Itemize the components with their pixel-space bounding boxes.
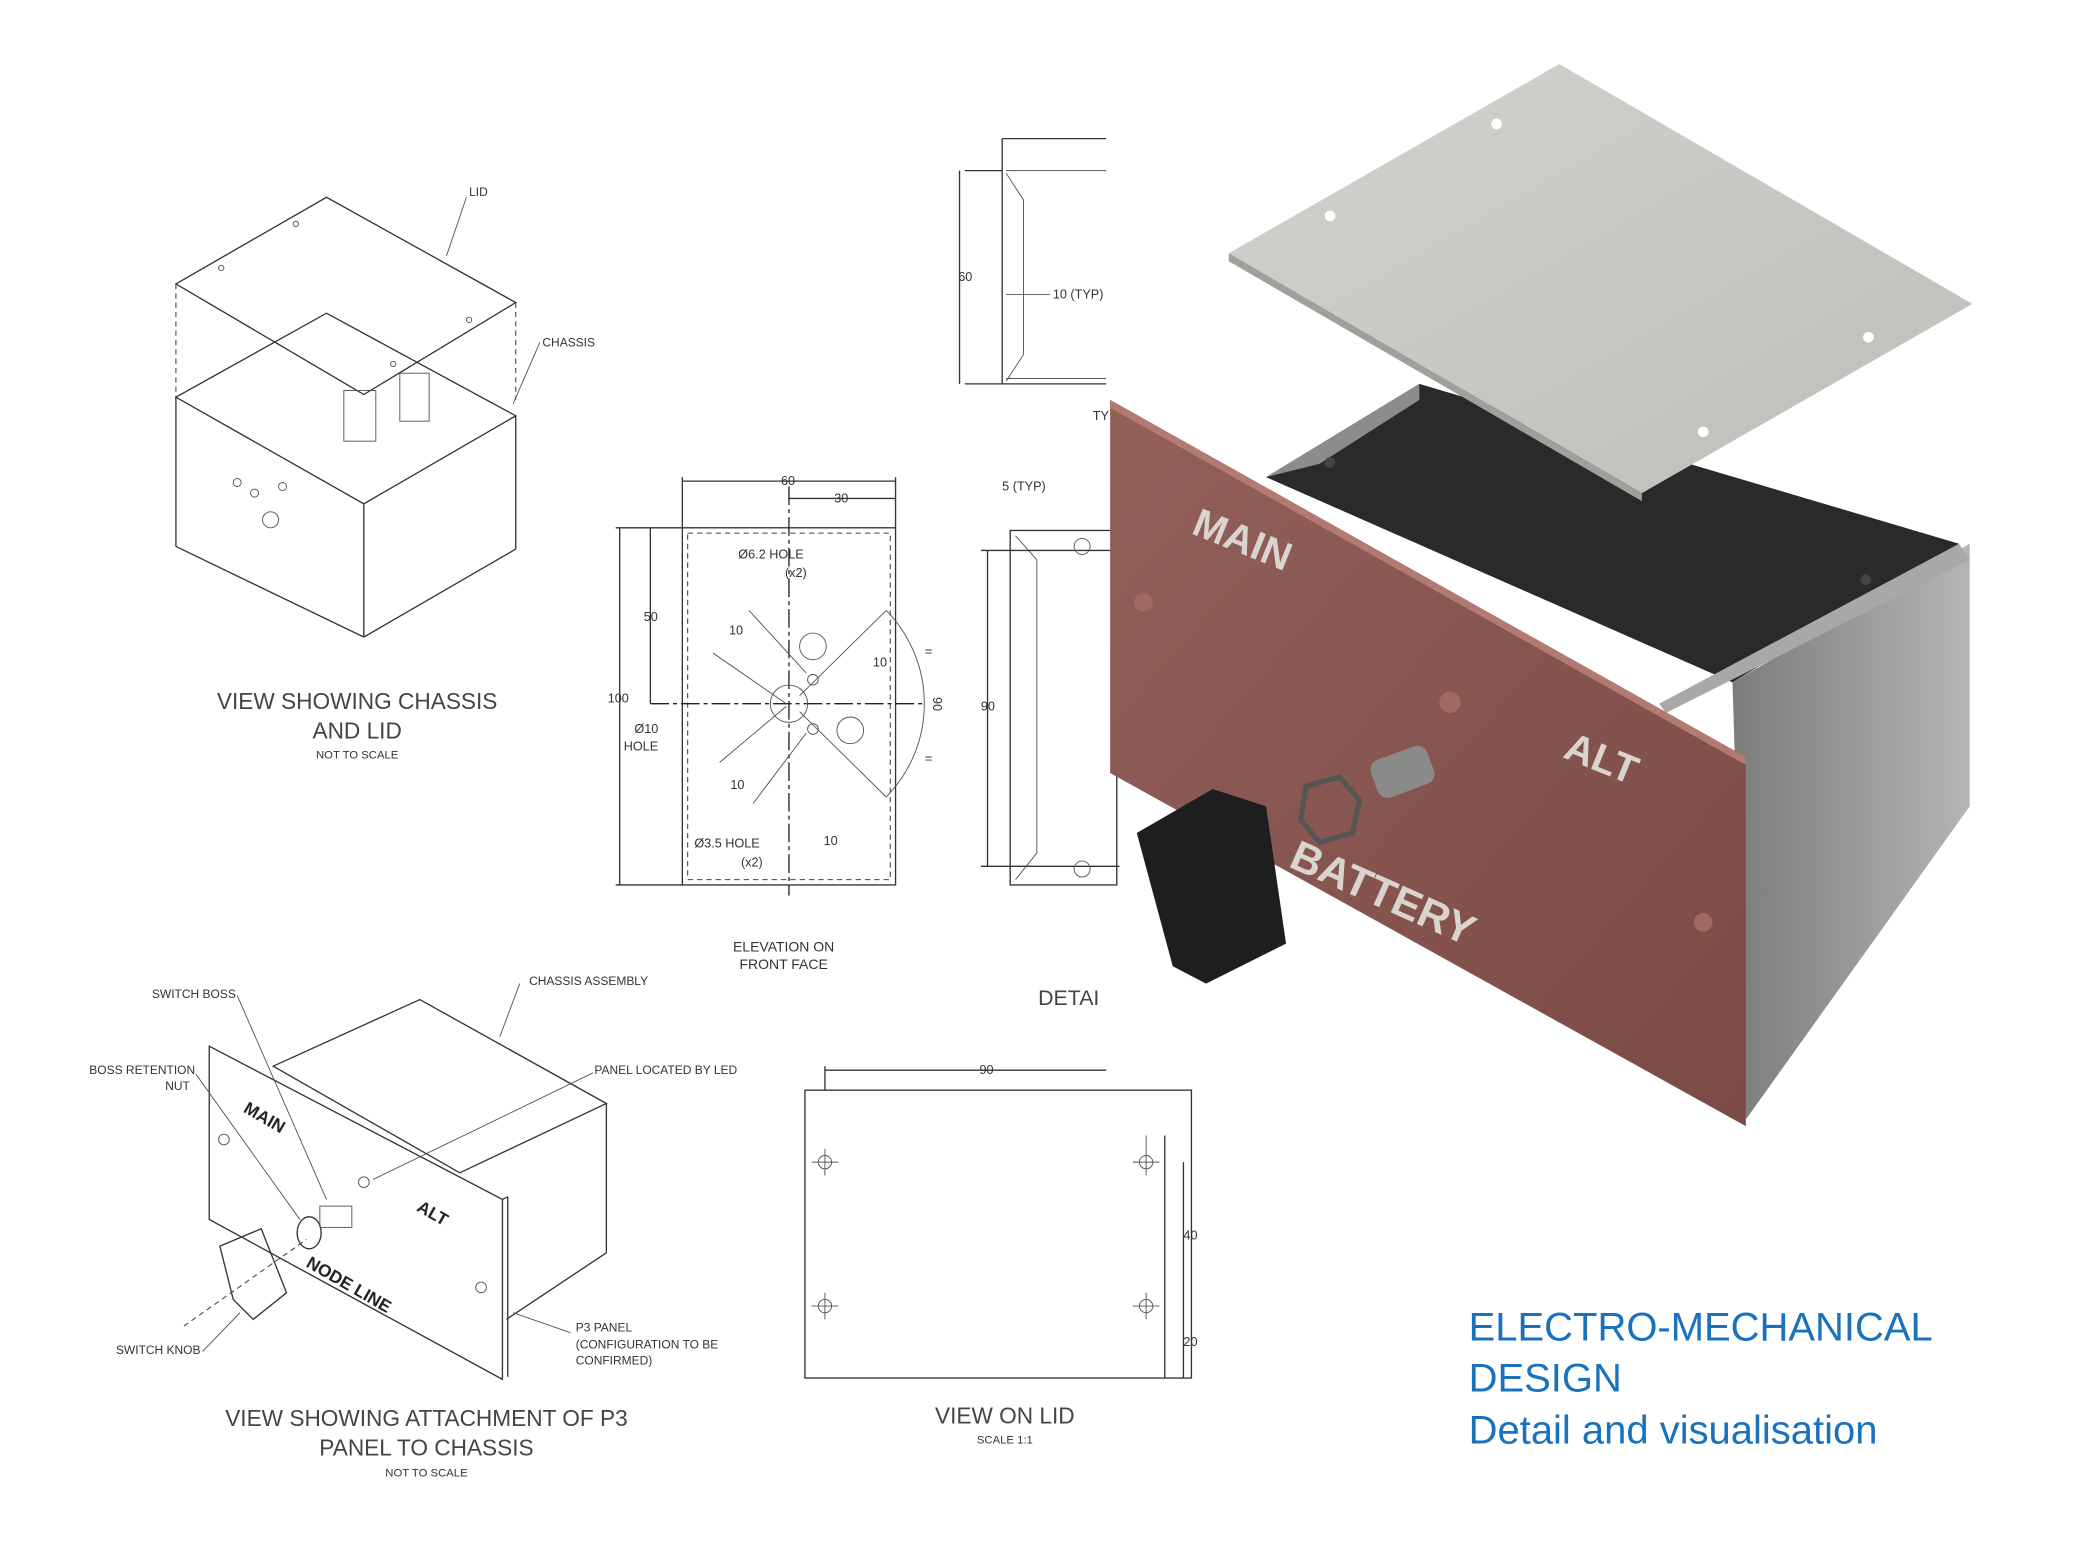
lid-scale-note: SCALE 1:1 [977,1434,1033,1446]
front-elevation-view: 60 30 100 50 10 10 10 10 90 = = Ø6.2 HOL… [608,474,944,972]
dim-10-c: 10 [730,778,744,792]
heading-line1: ELECTRO-MECHANICAL [1469,1306,1933,1350]
equal-mark-top: = [925,645,932,659]
dim-lid-hole-offset: 20 [1183,1335,1197,1349]
caption-chassis-lid-line1: VIEW SHOWING CHASSIS [217,688,498,714]
caption-elevation-line2: FRONT FACE [739,956,827,972]
lid-plan-view: 90 40 20 VIEW ON LID SCALE 1:1 [804,1063,1198,1446]
label-hole-10-word: HOLE [624,739,658,753]
caption-chassis-lid-line2: AND LID [312,717,401,743]
panel-text-node-line: NODE LINE [303,1252,395,1316]
caption-view-on-lid: VIEW ON LID [935,1402,1075,1428]
panel-text-main: MAIN [241,1098,289,1137]
label-hole-6-2: Ø6.2 HOLE [738,547,803,561]
heading-subtitle: Detail and visualisation [1469,1408,1878,1452]
dim-width-60: 60 [781,474,795,488]
caption-attachment-line1: VIEW SHOWING ATTACHMENT OF P3 [225,1405,628,1431]
callout-boss-nut-line2: NUT [165,1079,190,1093]
label-hole-6-2-qty: (x2) [785,566,807,580]
dim-angle-90: 90 [930,697,944,711]
chassis-lid-isometric-view: LID CHASSIS VIEW SHOWING CHASSIS AND LID… [174,185,595,761]
rendered-3d-assembly: MAIN ALT BATTERY [1110,64,1973,1127]
heading-line2: DESIGN [1469,1356,1622,1400]
callout-lid: LID [469,185,488,199]
dim-flange-typ: 5 (TYP) [1002,479,1046,493]
callout-p3-panel-line2: (CONFIGURATION TO BE [576,1338,719,1352]
dim-lip-typ: 10 (TYP) [1053,288,1104,302]
callout-p3-panel-line3: CONFIRMED) [576,1354,653,1368]
dim-10-d: 10 [824,834,838,848]
label-hole-10: Ø10 [634,722,658,736]
side-section-view: 60 10 (TYP) TY [958,137,1110,423]
callout-p3-panel-line1: P3 PANEL [576,1320,633,1334]
callout-chassis: CHASSIS [542,336,595,350]
caption-attachment-line2: PANEL TO CHASSIS [319,1434,533,1460]
callout-boss-nut-line1: BOSS RETENTION [89,1063,195,1077]
caption-detail: DETAI [1038,986,1099,1010]
page-heading: ELECTRO-MECHANICAL DESIGN Detail and vis… [1469,1306,1933,1453]
caption-elevation-line1: ELEVATION ON [733,939,834,955]
dim-lid-width-90: 90 [980,1063,994,1077]
panel-text-alt: ALT [414,1196,452,1230]
dim-height-60: 60 [958,270,972,284]
cut-label: TY [1093,409,1110,423]
dim-10-b: 10 [873,655,887,669]
detail-view: 90 5 (TYP) DETAI [981,479,1120,1010]
dim-height-100: 100 [608,691,629,705]
label-hole-3-5: Ø3.5 HOLE [694,837,759,851]
scale-note: NOT TO SCALE [385,1468,468,1480]
dim-detail-90: 90 [981,699,995,713]
callout-panel-led: PANEL LOCATED BY LED [594,1063,737,1077]
dim-lid-hole-spacing: 40 [1183,1228,1197,1242]
callout-chassis-assembly: CHASSIS ASSEMBLY [529,974,648,988]
dim-center-50: 50 [644,610,658,624]
dim-half-width-30: 30 [834,491,848,505]
callout-switch-knob: SWITCH KNOB [116,1343,201,1357]
panel-attachment-isometric-view: MAIN ALT NODE LINE CHASSIS ASSEMBLY SWIT… [89,974,737,1480]
equal-mark-bottom: = [925,751,932,765]
scale-note: NOT TO SCALE [316,749,399,761]
callout-switch-boss: SWITCH BOSS [152,987,236,1001]
label-hole-3-5-qty: (x2) [741,855,763,869]
dim-10-a: 10 [729,623,743,637]
